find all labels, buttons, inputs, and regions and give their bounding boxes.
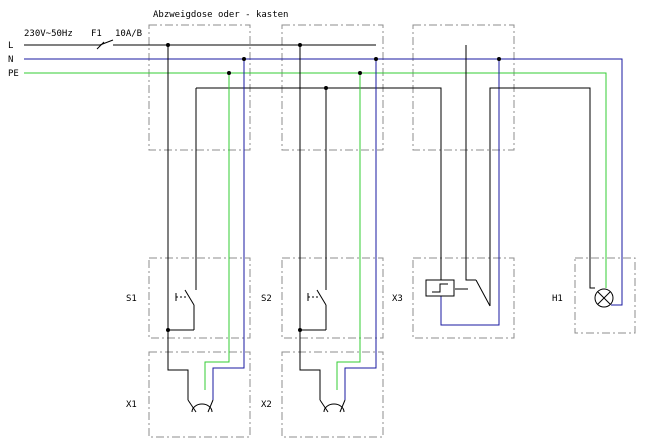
relay-box-x3 — [412, 257, 515, 339]
circuit-1 — [167, 45, 377, 413]
socket-box-x1 — [148, 351, 251, 438]
dot — [358, 71, 362, 75]
x2-socket-pin-b — [339, 399, 346, 413]
socket-box-x2 — [281, 351, 384, 438]
dot — [298, 43, 302, 47]
conductor-label-pe: PE — [8, 69, 19, 79]
dot — [166, 328, 170, 332]
dot — [374, 57, 378, 61]
diagram-title: Abzweigdose oder - kasten — [153, 10, 288, 20]
s2-contact — [316, 289, 327, 306]
lamp-symbol — [594, 288, 614, 308]
s1-contact — [184, 289, 195, 306]
conductor-label-n: N — [8, 55, 13, 65]
x1-socket-pin-b — [207, 399, 214, 413]
relay-contact — [475, 279, 491, 307]
labels: Abzweigdose oder - kasten 230V~50Hz F1 1… — [8, 10, 563, 410]
switch-box-s2 — [281, 257, 384, 339]
dot — [324, 86, 328, 90]
circuit-3 — [425, 45, 614, 326]
earth-line — [24, 72, 607, 288]
junction-dots — [166, 43, 501, 332]
c2-earth — [336, 73, 361, 390]
dot — [166, 43, 170, 47]
c2-phase-feed — [299, 45, 321, 400]
c2-neutral — [344, 59, 377, 400]
relay-coil — [425, 279, 455, 297]
lamp-box-h1 — [574, 257, 636, 334]
device-label-x3: X3 — [392, 294, 403, 304]
relay-coil-symbol — [432, 283, 448, 293]
fuse-rating-label: 10A/B — [115, 29, 142, 39]
device-label-h1: H1 — [552, 294, 563, 304]
relay-phase-in — [465, 45, 476, 281]
circuit-2 — [299, 45, 442, 413]
x1-socket-pin-a — [187, 399, 197, 413]
fuse-tick — [96, 41, 105, 50]
supply-lines — [24, 39, 623, 306]
fuse-label: F1 — [91, 29, 102, 39]
enclosures — [148, 24, 636, 438]
switch-box-s1 — [148, 257, 251, 339]
device-label-x1: X1 — [126, 400, 137, 410]
neutral-line — [24, 58, 623, 306]
lamp-cross-b — [597, 291, 611, 305]
dot — [242, 57, 246, 61]
dot — [497, 57, 501, 61]
supply-voltage-label: 230V~50Hz — [24, 29, 73, 39]
c1-earth — [204, 73, 230, 390]
device-label-s1: S1 — [126, 294, 137, 304]
dot — [227, 71, 231, 75]
c2-switched — [326, 87, 442, 280]
conductor-label-l: L — [8, 41, 13, 51]
c1-neutral — [212, 59, 245, 400]
relay-neutral — [440, 59, 500, 326]
x2-socket-pin-a — [319, 399, 329, 413]
c1-phase-feed — [167, 45, 189, 400]
device-label-x2: X2 — [261, 400, 272, 410]
device-label-s2: S2 — [261, 294, 272, 304]
dot — [298, 328, 302, 332]
x2-socket-symbol — [323, 403, 345, 413]
relay-out-to-lamp — [489, 87, 595, 306]
x1-socket-symbol — [191, 403, 213, 413]
